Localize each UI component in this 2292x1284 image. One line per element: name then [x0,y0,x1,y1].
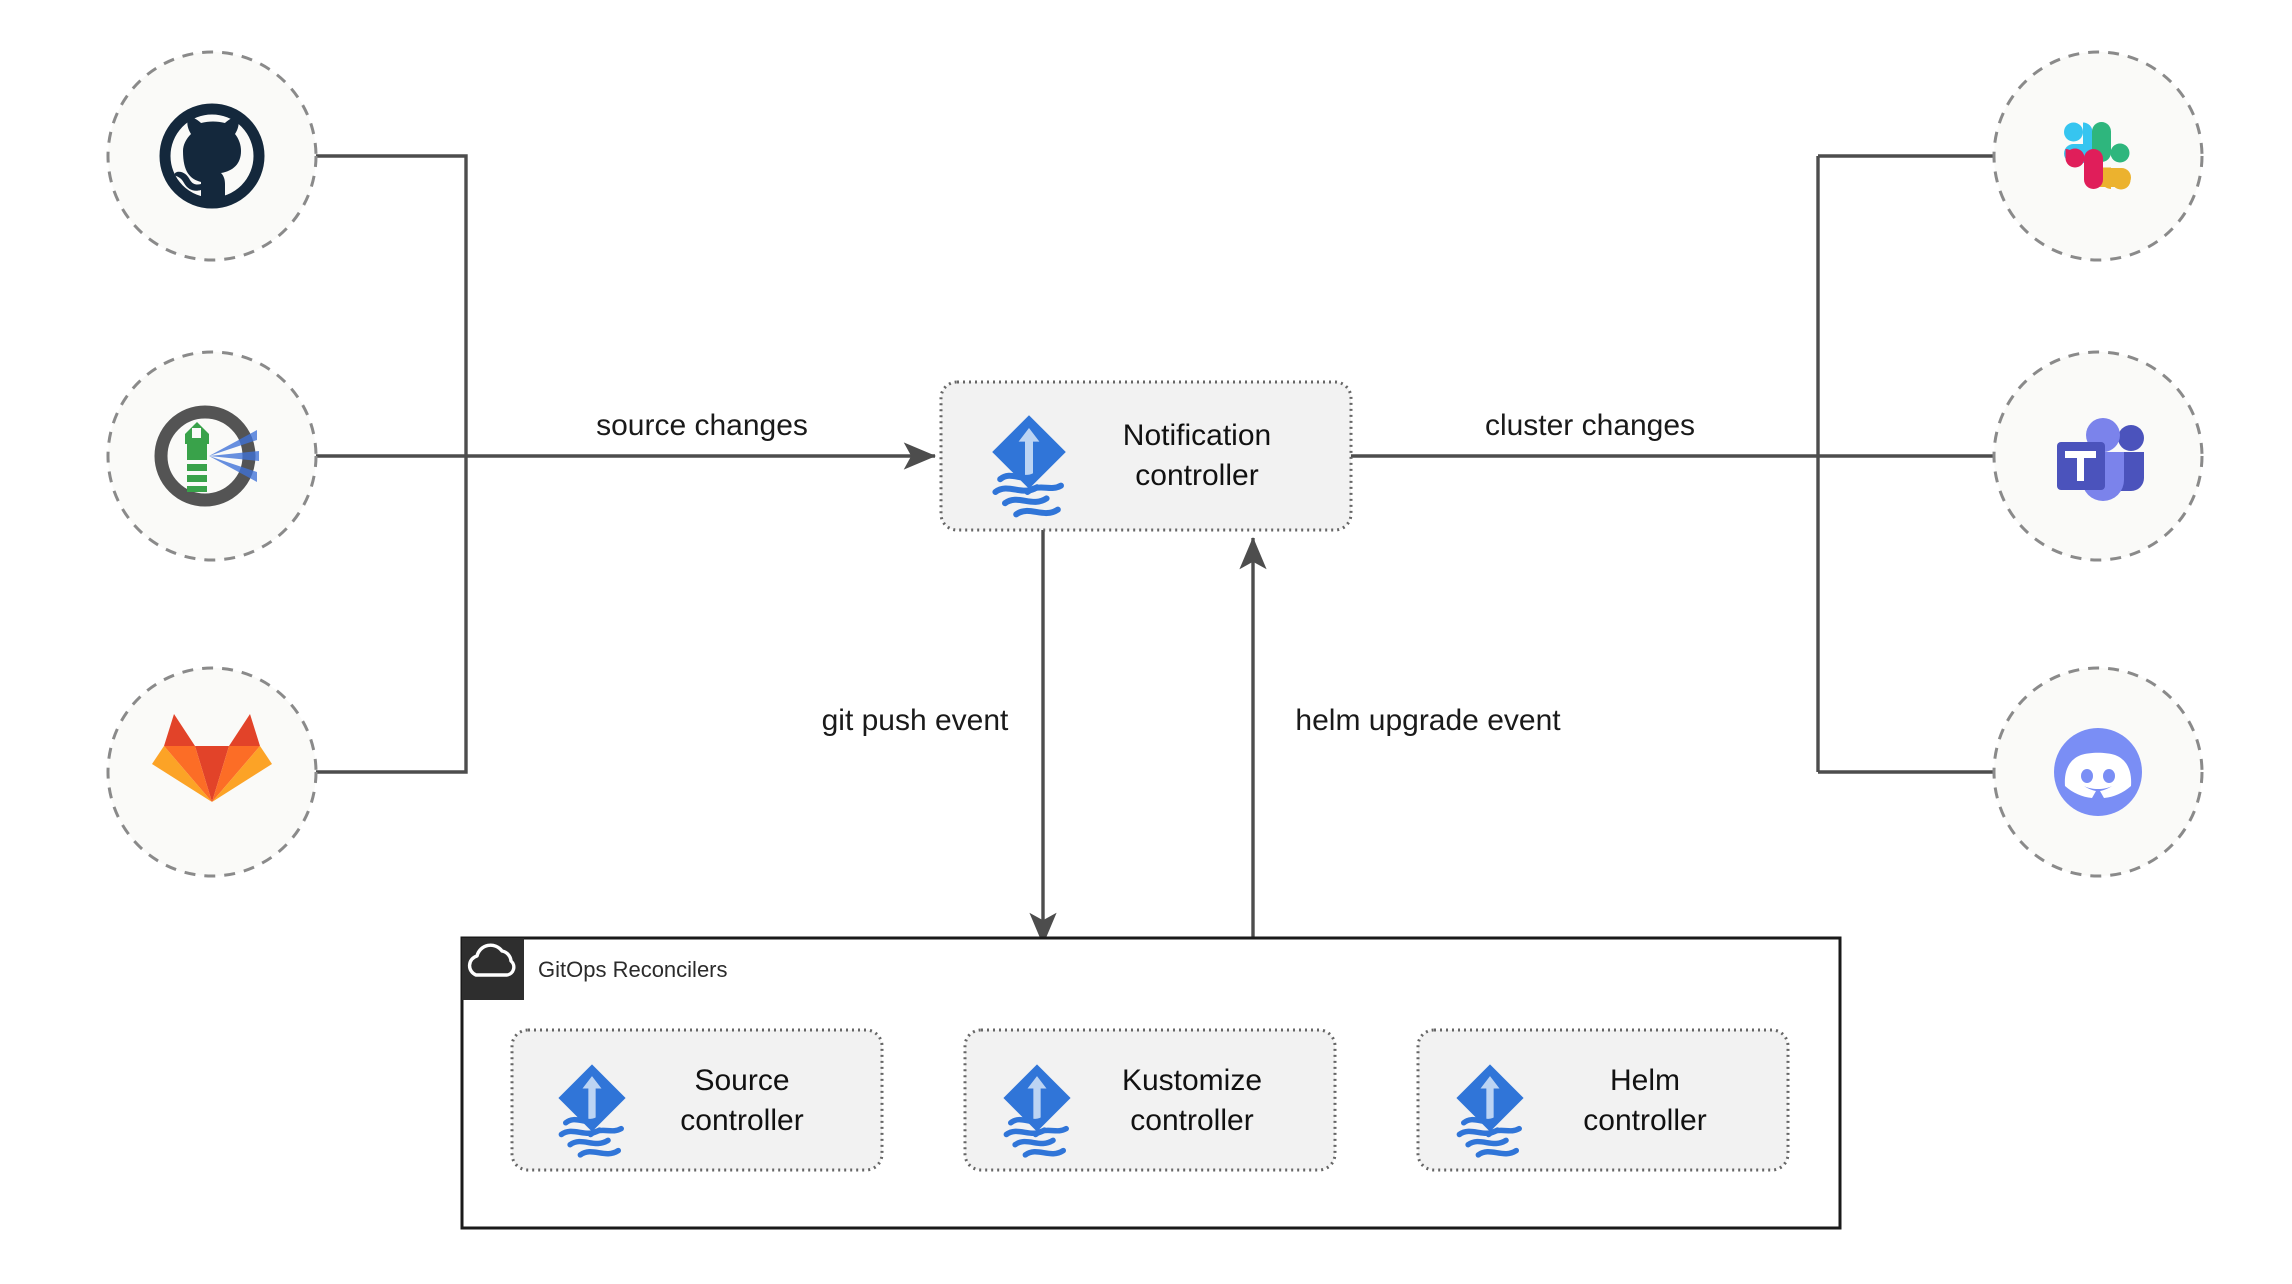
source-node-harbor[interactable] [106,350,318,562]
edge-label-helm-upgrade-event: helm upgrade event [1295,704,1561,737]
source-node-github[interactable] [106,50,318,262]
helm-controller-box [1416,1028,1790,1172]
reconciler-node-helm[interactable]: Helm controller [1416,1028,1790,1172]
helm-controller-label-line2: controller [1583,1104,1706,1137]
notification-controller-label-line1: Notification [1123,419,1271,452]
notification-controller-box [939,380,1353,532]
gitops-group-label: GitOps Reconcilers [538,957,728,982]
source-controller-box [510,1028,884,1172]
edge-label-source-changes: source changes [596,409,808,442]
notification-controller-label-line2: controller [1135,459,1258,492]
edge-notification-to-destinations [1351,142,2034,786]
notification-controller-node[interactable]: Notification controller [939,380,1353,532]
kustomize-controller-label-line1: Kustomize [1122,1064,1262,1097]
reconciler-node-source[interactable]: Source controller [510,1028,884,1172]
source-controller-label-line2: controller [680,1104,803,1137]
edge-sources-to-notification [272,154,937,774]
edge-label-git-push-event: git push event [822,704,1009,737]
destination-node-slack[interactable] [1992,50,2204,262]
destination-node-discord[interactable] [1992,666,2204,878]
source-node-gitlab[interactable] [106,666,318,878]
kustomize-controller-box [963,1028,1337,1172]
source-controller-label-line1: Source [694,1064,789,1097]
discord-icon [2054,728,2142,816]
kustomize-controller-label-line2: controller [1130,1104,1253,1137]
helm-controller-label-line1: Helm [1610,1064,1680,1097]
edge-label-cluster-changes: cluster changes [1485,409,1695,442]
reconciler-node-kustomize[interactable]: Kustomize controller [963,1028,1337,1172]
destination-node-teams[interactable] [1992,350,2204,562]
